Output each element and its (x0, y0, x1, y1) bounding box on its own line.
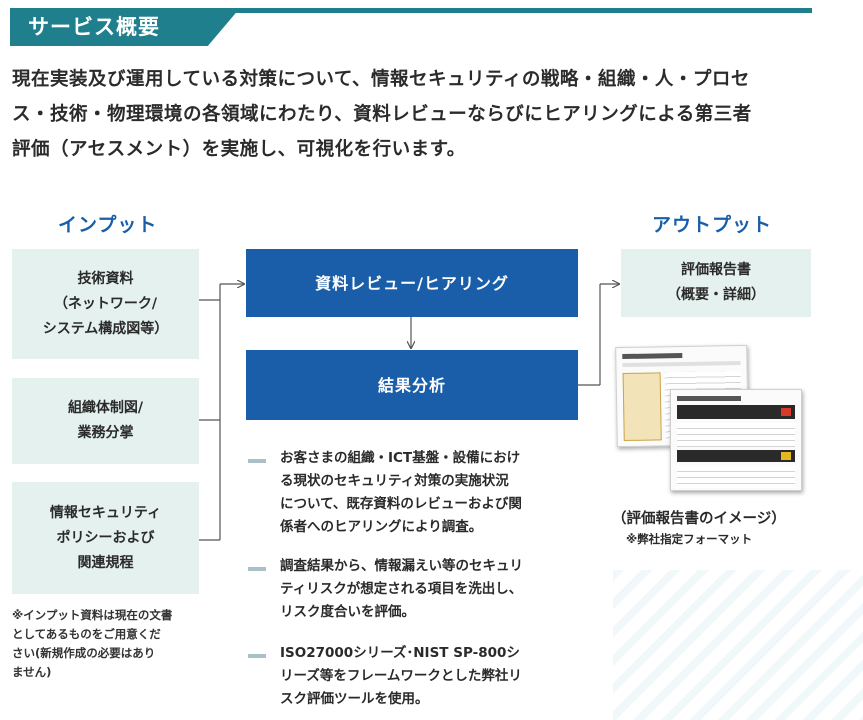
section-title: サービス概要 (28, 15, 160, 39)
input-heading: インプット (58, 214, 158, 236)
input-box-org-chart: 組織体制図/ 業務分掌 (12, 378, 199, 464)
report-thumbnail-detail (670, 389, 802, 491)
report-image-caption: （評価報告書のイメージ） (612, 511, 786, 527)
input-box-technical-docs: 技術資料 （ネットワーク/ システム構成図等） (12, 249, 199, 359)
input-note: ※インプット資料は現在の文書 としてあるものをご用意くだ さい(新規作成の必要は… (12, 608, 173, 679)
bullet-text: お客さまの組織・ICT基盤・設備におけ る現状のセキュリティ対策の実施状況 につ… (280, 450, 522, 535)
intro-line: 評価（アセスメント）を実施し、可視化を行います。 (12, 139, 466, 160)
bullet-dash-icon (248, 654, 266, 658)
intro-line: ス・技術・物理環境の各領域にわたり、資料レビューならびにヒアリングによる第三者 (12, 104, 752, 125)
output-box-report: 評価報告書 （概要・詳細） (621, 249, 811, 317)
output-heading: アウトプット (652, 214, 773, 236)
review-hearing-box: 資料レビュー/ヒアリング (246, 249, 578, 317)
report-format-note: ※弊社指定フォーマット (626, 532, 753, 546)
bullet-text: 調査結果から、情報漏えい等のセキュリ ティリスクが想定される項目を洗出し、 リス… (280, 558, 523, 620)
result-analysis-box: 結果分析 (246, 350, 578, 420)
background-pattern (613, 570, 863, 720)
intro-line: 現在実装及び運用している対策について、情報セキュリティの戦略・組織・人・プロセ (12, 69, 750, 90)
header-rule (190, 8, 812, 13)
bullet-text: ISO27000シリーズ･NIST SP-800シ リーズ等をフレームワークとし… (280, 645, 522, 707)
header-tab (10, 8, 240, 46)
input-box-security-policy: 情報セキュリティ ポリシーおよび 関連規程 (12, 482, 199, 594)
bullet-dash-icon (248, 567, 266, 571)
bullet-dash-icon (248, 459, 266, 463)
intro-paragraph: 現在実装及び運用している対策について、情報セキュリティの戦略・組織・人・プロセ … (12, 62, 832, 167)
